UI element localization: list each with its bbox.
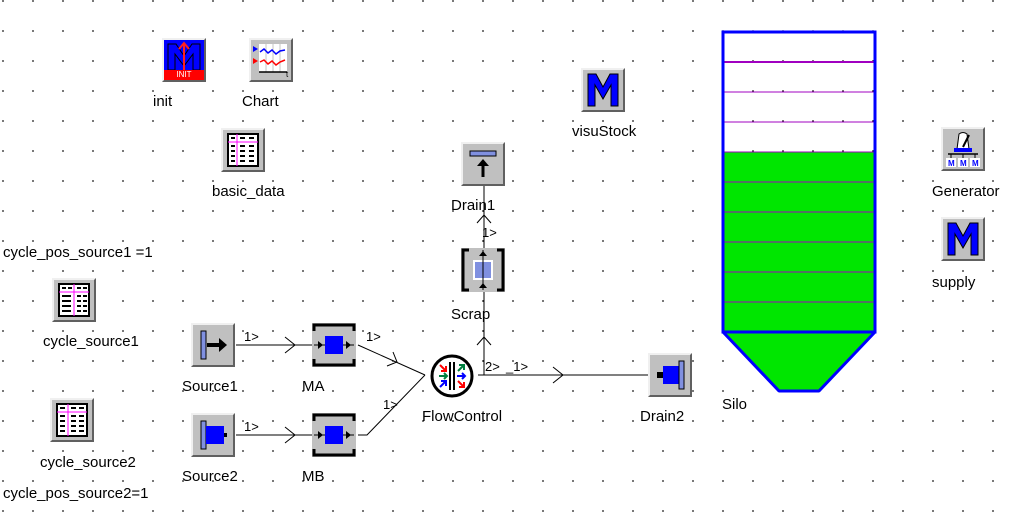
cycle-pos-source2-variable[interactable]: cycle_pos_source2=1: [3, 485, 149, 502]
table-icon: [58, 283, 90, 317]
connector-label-ma-flowcontrol: 1>: [366, 329, 381, 344]
init-badge: INIT: [176, 70, 192, 79]
table-icon: [56, 403, 88, 437]
scrap-object[interactable]: [461, 248, 505, 292]
cycle-source1-label: cycle_source1: [43, 333, 139, 350]
source2-object[interactable]: [191, 413, 235, 457]
connector-arrow: [284, 336, 296, 354]
flowcontrol-icon: [430, 354, 474, 398]
station-icon: [461, 248, 505, 292]
ma-object[interactable]: [312, 323, 356, 367]
visustock-object[interactable]: [581, 68, 625, 112]
silo-dividers: [724, 61, 874, 303]
connector-label-scrap-drain1: 1>: [482, 225, 497, 240]
silo-object[interactable]: [721, 30, 877, 394]
svg-text:M: M: [948, 159, 955, 168]
drain-up-icon: [469, 150, 497, 177]
silo-hopper: [721, 330, 877, 393]
scrap-label: Scrap: [451, 306, 491, 323]
connector-label-source1-ma: 1>: [244, 329, 259, 344]
table-icon: [227, 133, 259, 167]
connector-arrow: [476, 336, 492, 346]
method-icon: [587, 73, 619, 107]
mb-label: MB: [302, 468, 325, 485]
svg-text:M: M: [972, 159, 979, 168]
method-init-icon: [164, 40, 204, 80]
flowcontrol-object[interactable]: [429, 353, 475, 399]
drain2-object[interactable]: [648, 353, 692, 397]
supply-object[interactable]: [941, 217, 985, 261]
generator-icon: M M M: [946, 132, 980, 168]
source1-label: Source1: [182, 378, 238, 395]
basic-data-object[interactable]: [221, 128, 265, 172]
cycle-source2-object[interactable]: [50, 398, 94, 442]
station-icon: [312, 323, 356, 367]
drain2-label: Drain2: [640, 408, 685, 425]
generator-object[interactable]: M M M: [941, 127, 985, 171]
drain-icon: [657, 360, 685, 390]
visustock-label: visuStock: [572, 123, 637, 140]
chart-icon: t: [253, 44, 289, 79]
source-icon: [200, 330, 227, 360]
svg-text:t: t: [286, 70, 289, 79]
chart-label: Chart: [242, 93, 279, 110]
connector-label-flowcontrol-scrap: 2>: [485, 359, 500, 374]
drain1-label: Drain1: [451, 197, 496, 214]
connector-arrow: [386, 351, 398, 367]
connector-label-flowcontrol-drain2: _1>: [506, 359, 529, 374]
chart-object[interactable]: t: [249, 38, 293, 82]
connector-arrow: [476, 214, 492, 224]
svg-text:M: M: [960, 159, 967, 168]
supply-label: supply: [932, 274, 976, 291]
ma-label: MA: [302, 378, 325, 395]
cycle-source1-object[interactable]: [52, 278, 96, 322]
flowcontrol-label: FlowControl: [422, 408, 503, 425]
silo-label: Silo: [722, 396, 748, 413]
method-icon: [947, 222, 979, 256]
connector-ma-flowcontrol: [357, 344, 426, 376]
init-object[interactable]: INIT: [162, 38, 206, 82]
connector-arrow: [552, 366, 564, 384]
source1-object[interactable]: [191, 323, 235, 367]
cycle-source2-label: cycle_source2: [40, 454, 136, 471]
source2-label: Source2: [182, 468, 238, 485]
connector-label-source2-mb: 1>: [244, 419, 259, 434]
station-icon: [312, 413, 356, 457]
init-label: init: [153, 93, 173, 110]
connector-flowcontrol-scrap: [478, 285, 485, 376]
silo-outline: [721, 30, 877, 334]
silo-icon: [721, 30, 877, 393]
drain1-object[interactable]: [461, 142, 505, 186]
cycle-pos-source1-variable[interactable]: cycle_pos_source1 =1: [3, 244, 153, 261]
generator-label: Generator: [932, 183, 1000, 200]
source-icon: [200, 420, 227, 450]
mb-object[interactable]: [312, 413, 356, 457]
connector-label-mb-flowcontrol: 1>: [383, 397, 398, 412]
connector-arrow: [284, 426, 296, 444]
basic-data-label: basic_data: [212, 183, 285, 200]
